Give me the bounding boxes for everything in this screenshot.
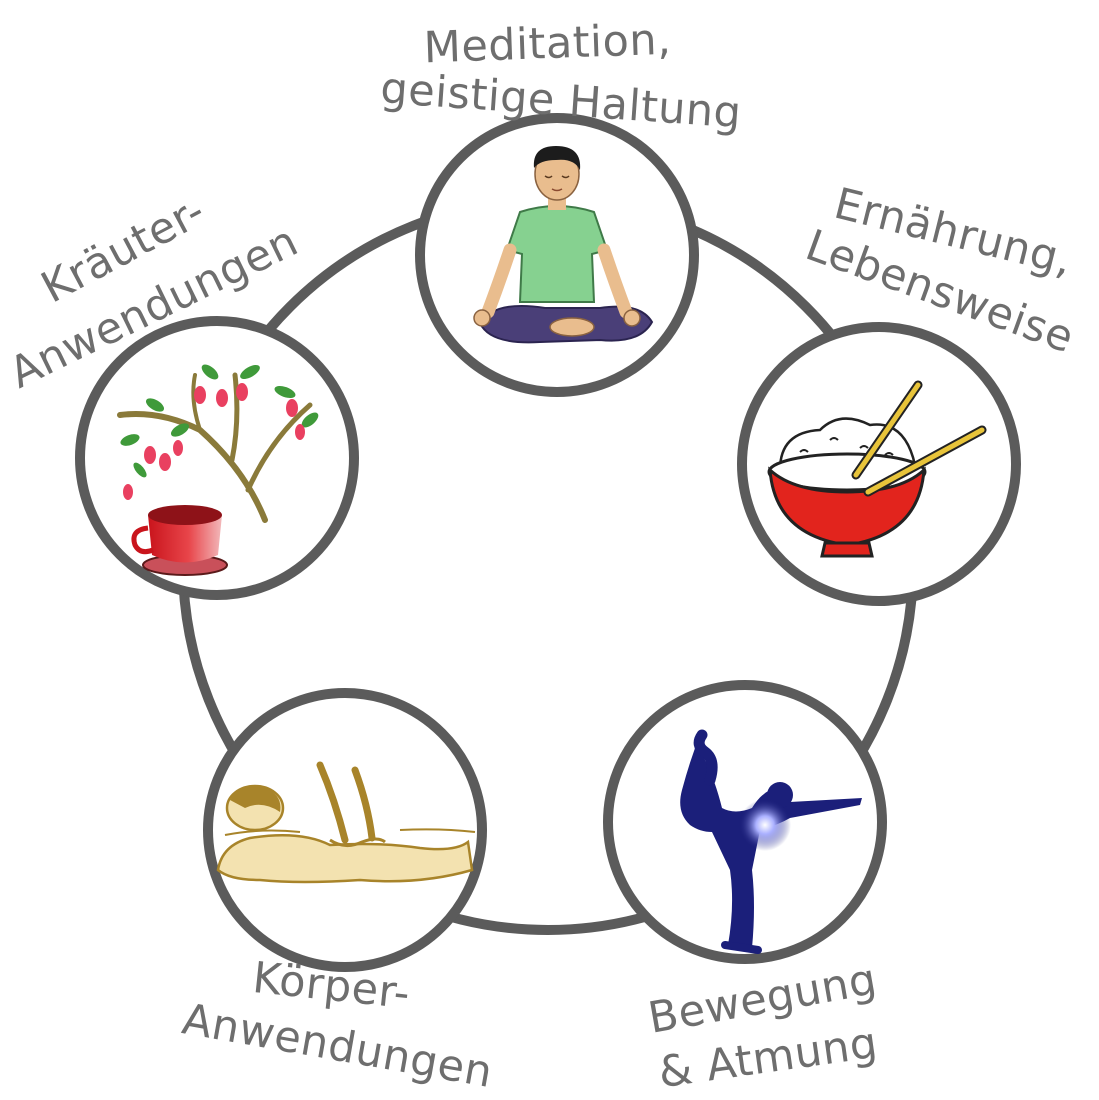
rice-bowl-chopsticks-icon bbox=[767, 380, 987, 558]
herbal-branch-teacup-icon bbox=[117, 364, 319, 576]
node-meditation: Meditation, geistige Haltung bbox=[379, 15, 743, 397]
meditating-person-icon bbox=[473, 146, 654, 344]
node-nutrition: Ernährung, Lebensweise bbox=[737, 179, 1080, 606]
node-movement: Bewegung & Atmung bbox=[603, 680, 887, 1098]
label-meditation-line1: Meditation, bbox=[423, 15, 672, 74]
massage-icon bbox=[216, 761, 476, 884]
yoga-dancer-pose-icon bbox=[680, 729, 862, 954]
node-body: Körper- Anwendungen bbox=[179, 688, 496, 1098]
node-herbs: Kräuter- Anwendungen bbox=[2, 186, 359, 600]
